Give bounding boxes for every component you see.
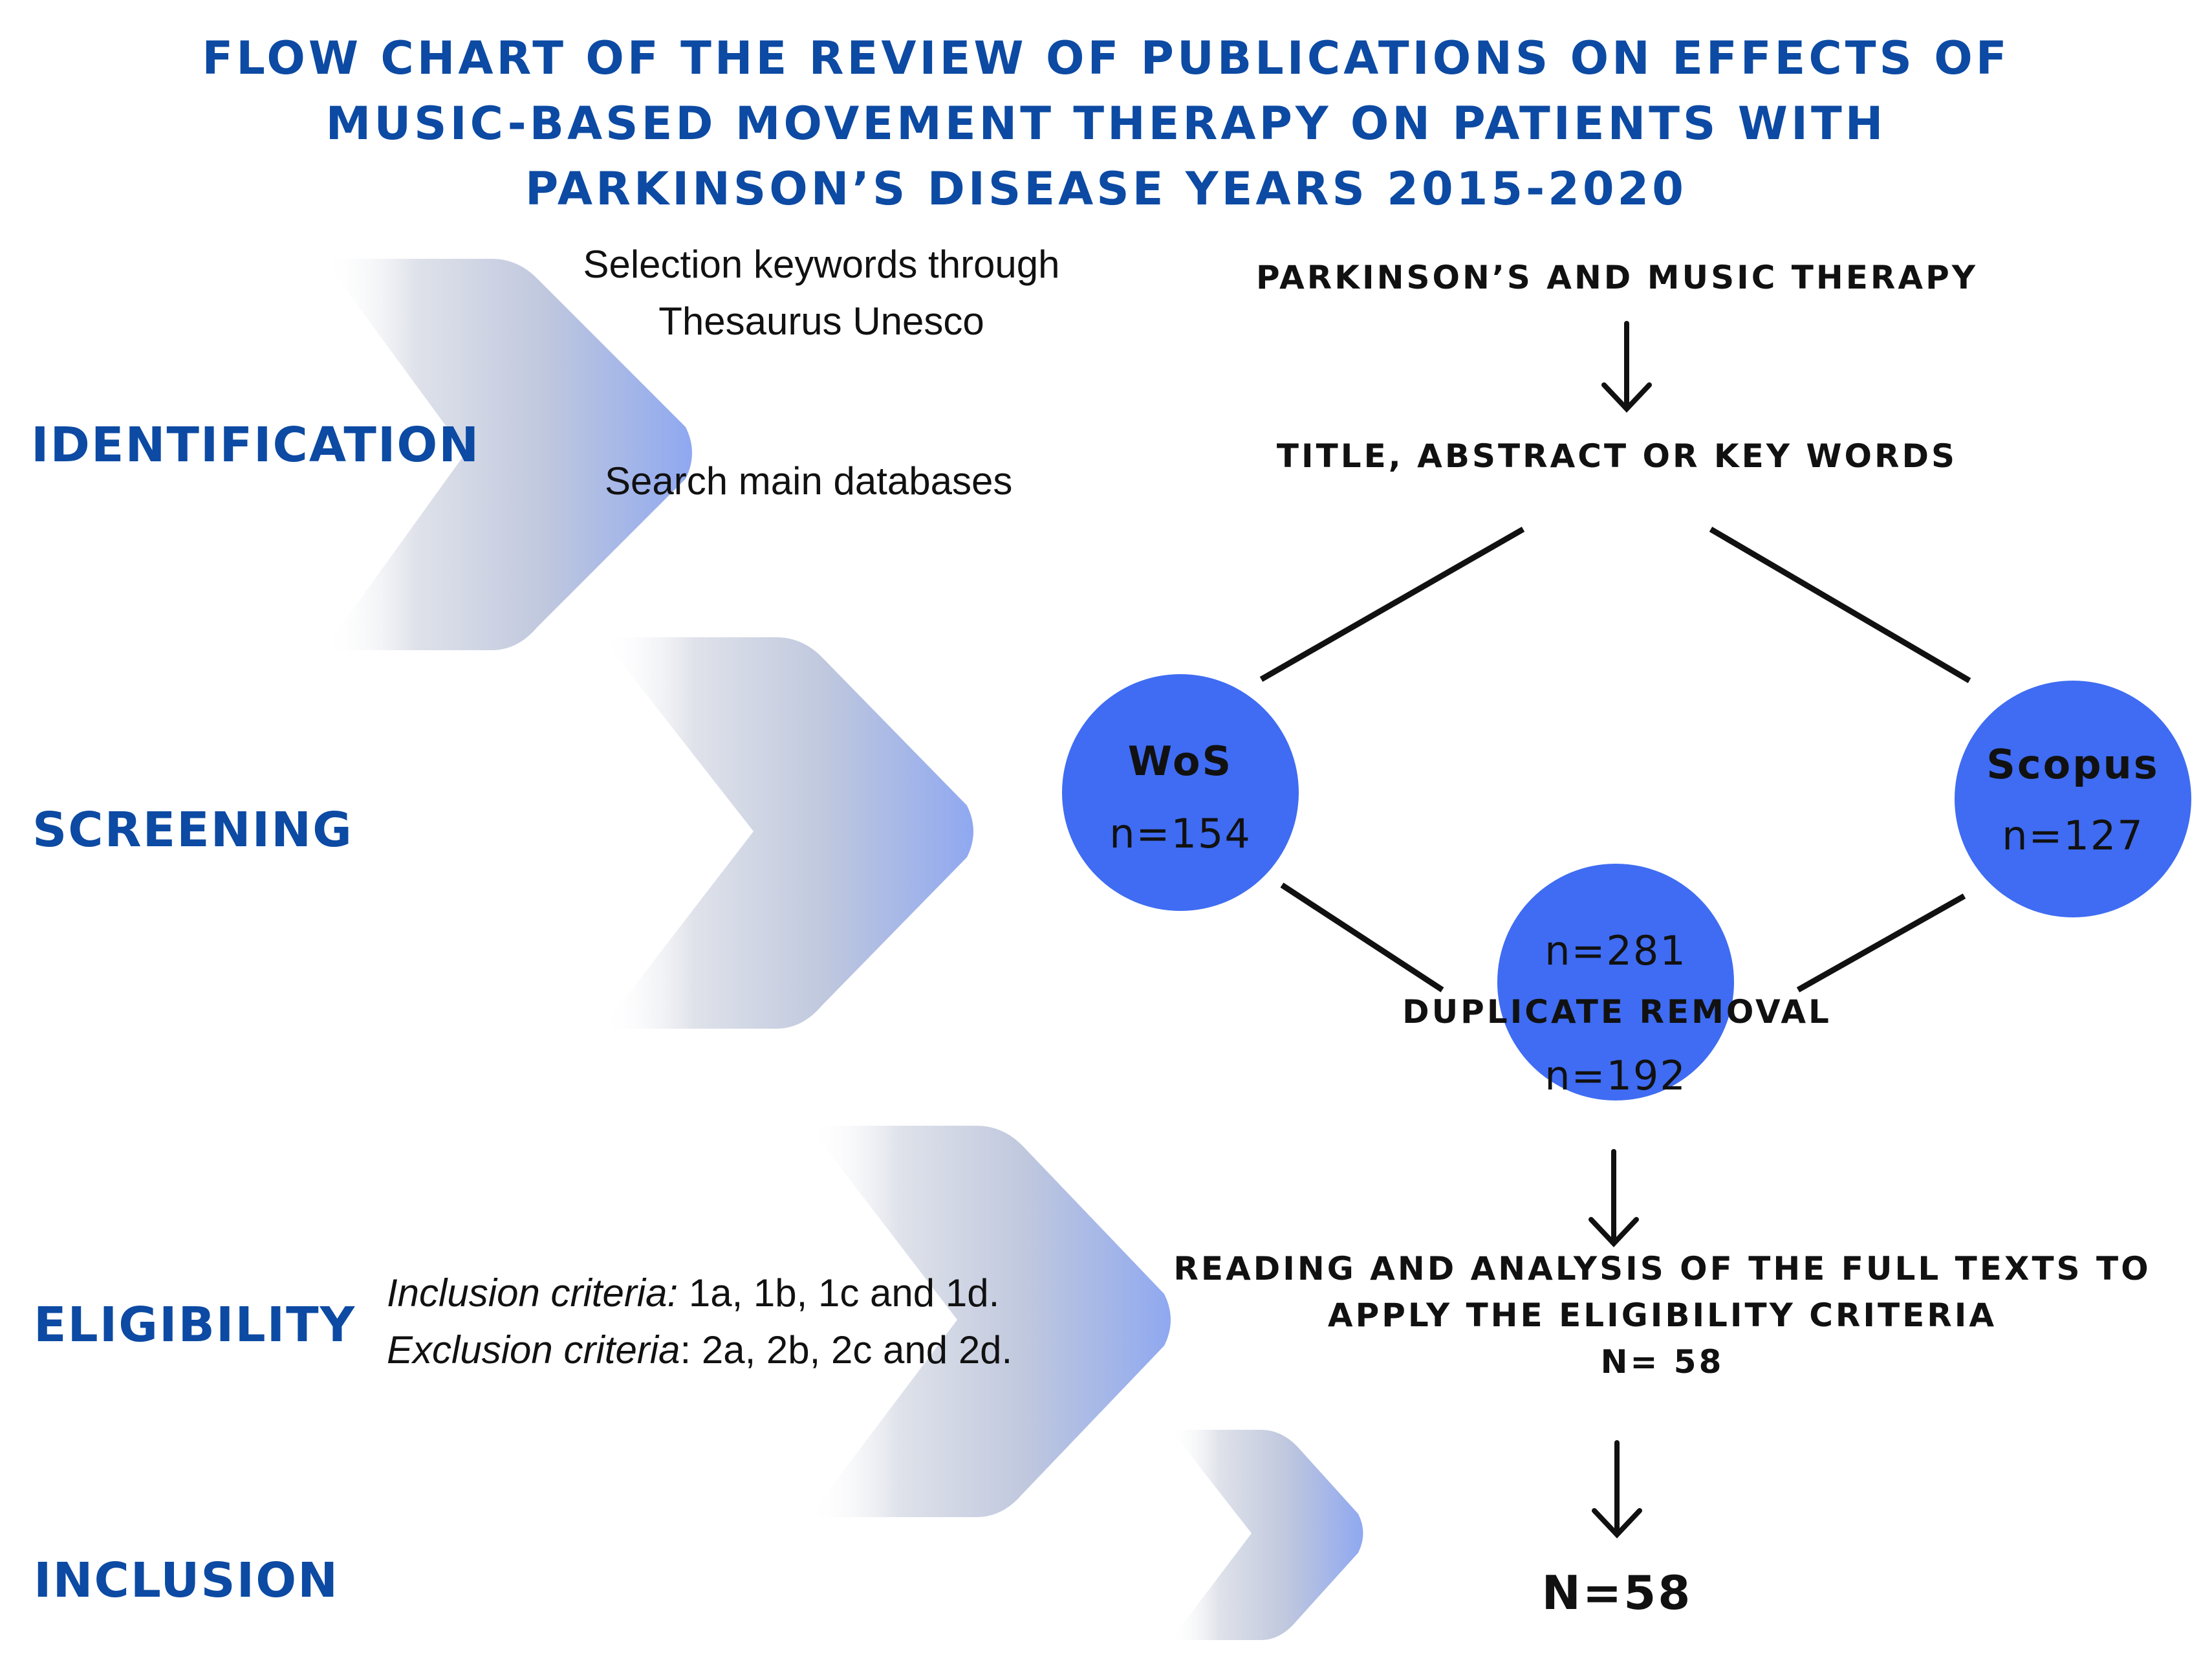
title-line-3: PARKINSON’S DISEASE YEARS 2015-2020 <box>525 162 1687 215</box>
line-fields-to-wos <box>1259 527 1525 682</box>
final-count: N=58 <box>1541 1566 1693 1620</box>
step-full-text: READING AND ANALYSIS OF THE FULL TEXTS T… <box>1151 1245 2173 1385</box>
chevron-inclusion <box>1171 1430 1363 1640</box>
chevron-identification <box>323 259 692 650</box>
node-scopus <box>1955 681 2191 917</box>
arrow-fulltext-to-final <box>1592 1440 1642 1538</box>
chevron-eligibility <box>808 1126 1171 1517</box>
scopus-count: n=127 <box>2002 812 2144 859</box>
page-title: FLOW CHART OF THE REVIEW OF PUBLICATIONS… <box>0 26 2212 222</box>
wos-name: WoS <box>1127 738 1233 785</box>
inclusion-criteria-label: Inclusion criteria: <box>387 1271 678 1315</box>
step-fields: TITLE, ABSTRACT OR KEY WORDS <box>1276 437 1958 475</box>
phase-inclusion: INCLUSION <box>34 1553 340 1608</box>
arrow-query-to-fields <box>1601 321 1652 413</box>
node-wos <box>1062 674 1299 911</box>
arrow-removal-to-fulltext <box>1589 1149 1639 1247</box>
wos-count: n=154 <box>1109 810 1252 857</box>
exclusion-criteria-label: Exclusion criteria <box>387 1328 680 1372</box>
inclusion-criteria: Inclusion criteria: 1a, 1b, 1c and 1d. <box>387 1265 1012 1322</box>
line-wos-to-merged <box>1280 882 1444 992</box>
step-query: PARKINSON’S AND MUSIC THERAPY <box>1256 259 1978 296</box>
line-fields-to-scopus <box>1709 527 1971 683</box>
note-criteria: Inclusion criteria: 1a, 1b, 1c and 1d. E… <box>387 1265 1012 1379</box>
note-search: Search main databases <box>605 459 1013 503</box>
note-keywords: Selection keywords through Thesaurus Une… <box>563 236 1080 350</box>
merged-count-before: n=281 <box>1545 927 1687 974</box>
step-duplicate-removal: DUPLICATE REMOVAL <box>1402 993 1832 1031</box>
note-keywords-line-1: Selection keywords through <box>583 243 1060 286</box>
phase-eligibility: ELIGIBILITY <box>34 1297 356 1353</box>
merged-count-after: n=192 <box>1545 1052 1687 1099</box>
phase-identification: IDENTIFICATION <box>31 417 481 473</box>
step-full-text-line-2: APPLY THE ELIGIBILITY CRITERIA <box>1327 1297 1997 1334</box>
scopus-name: Scopus <box>1986 741 2160 788</box>
exclusion-criteria-value: : 2a, 2b, 2c and 2d. <box>680 1328 1013 1372</box>
note-keywords-line-2: Thesaurus Unesco <box>658 300 984 343</box>
step-full-text-line-1: READING AND ANALYSIS OF THE FULL TEXTS T… <box>1173 1250 2151 1287</box>
node-merged <box>1497 864 1734 1100</box>
inclusion-criteria-value: 1a, 1b, 1c and 1d. <box>678 1271 1000 1315</box>
step-full-text-count: N= 58 <box>1600 1343 1724 1381</box>
phase-screening: SCREENING <box>32 802 353 858</box>
title-line-2: MUSIC-BASED MOVEMENT THERAPY ON PATIENTS… <box>325 97 1887 150</box>
exclusion-criteria: Exclusion criteria: 2a, 2b, 2c and 2d. <box>387 1322 1012 1379</box>
line-scopus-to-merged <box>1796 893 1966 992</box>
title-line-1: FLOW CHART OF THE REVIEW OF PUBLICATIONS… <box>202 32 2010 85</box>
chevron-screening <box>602 637 973 1029</box>
